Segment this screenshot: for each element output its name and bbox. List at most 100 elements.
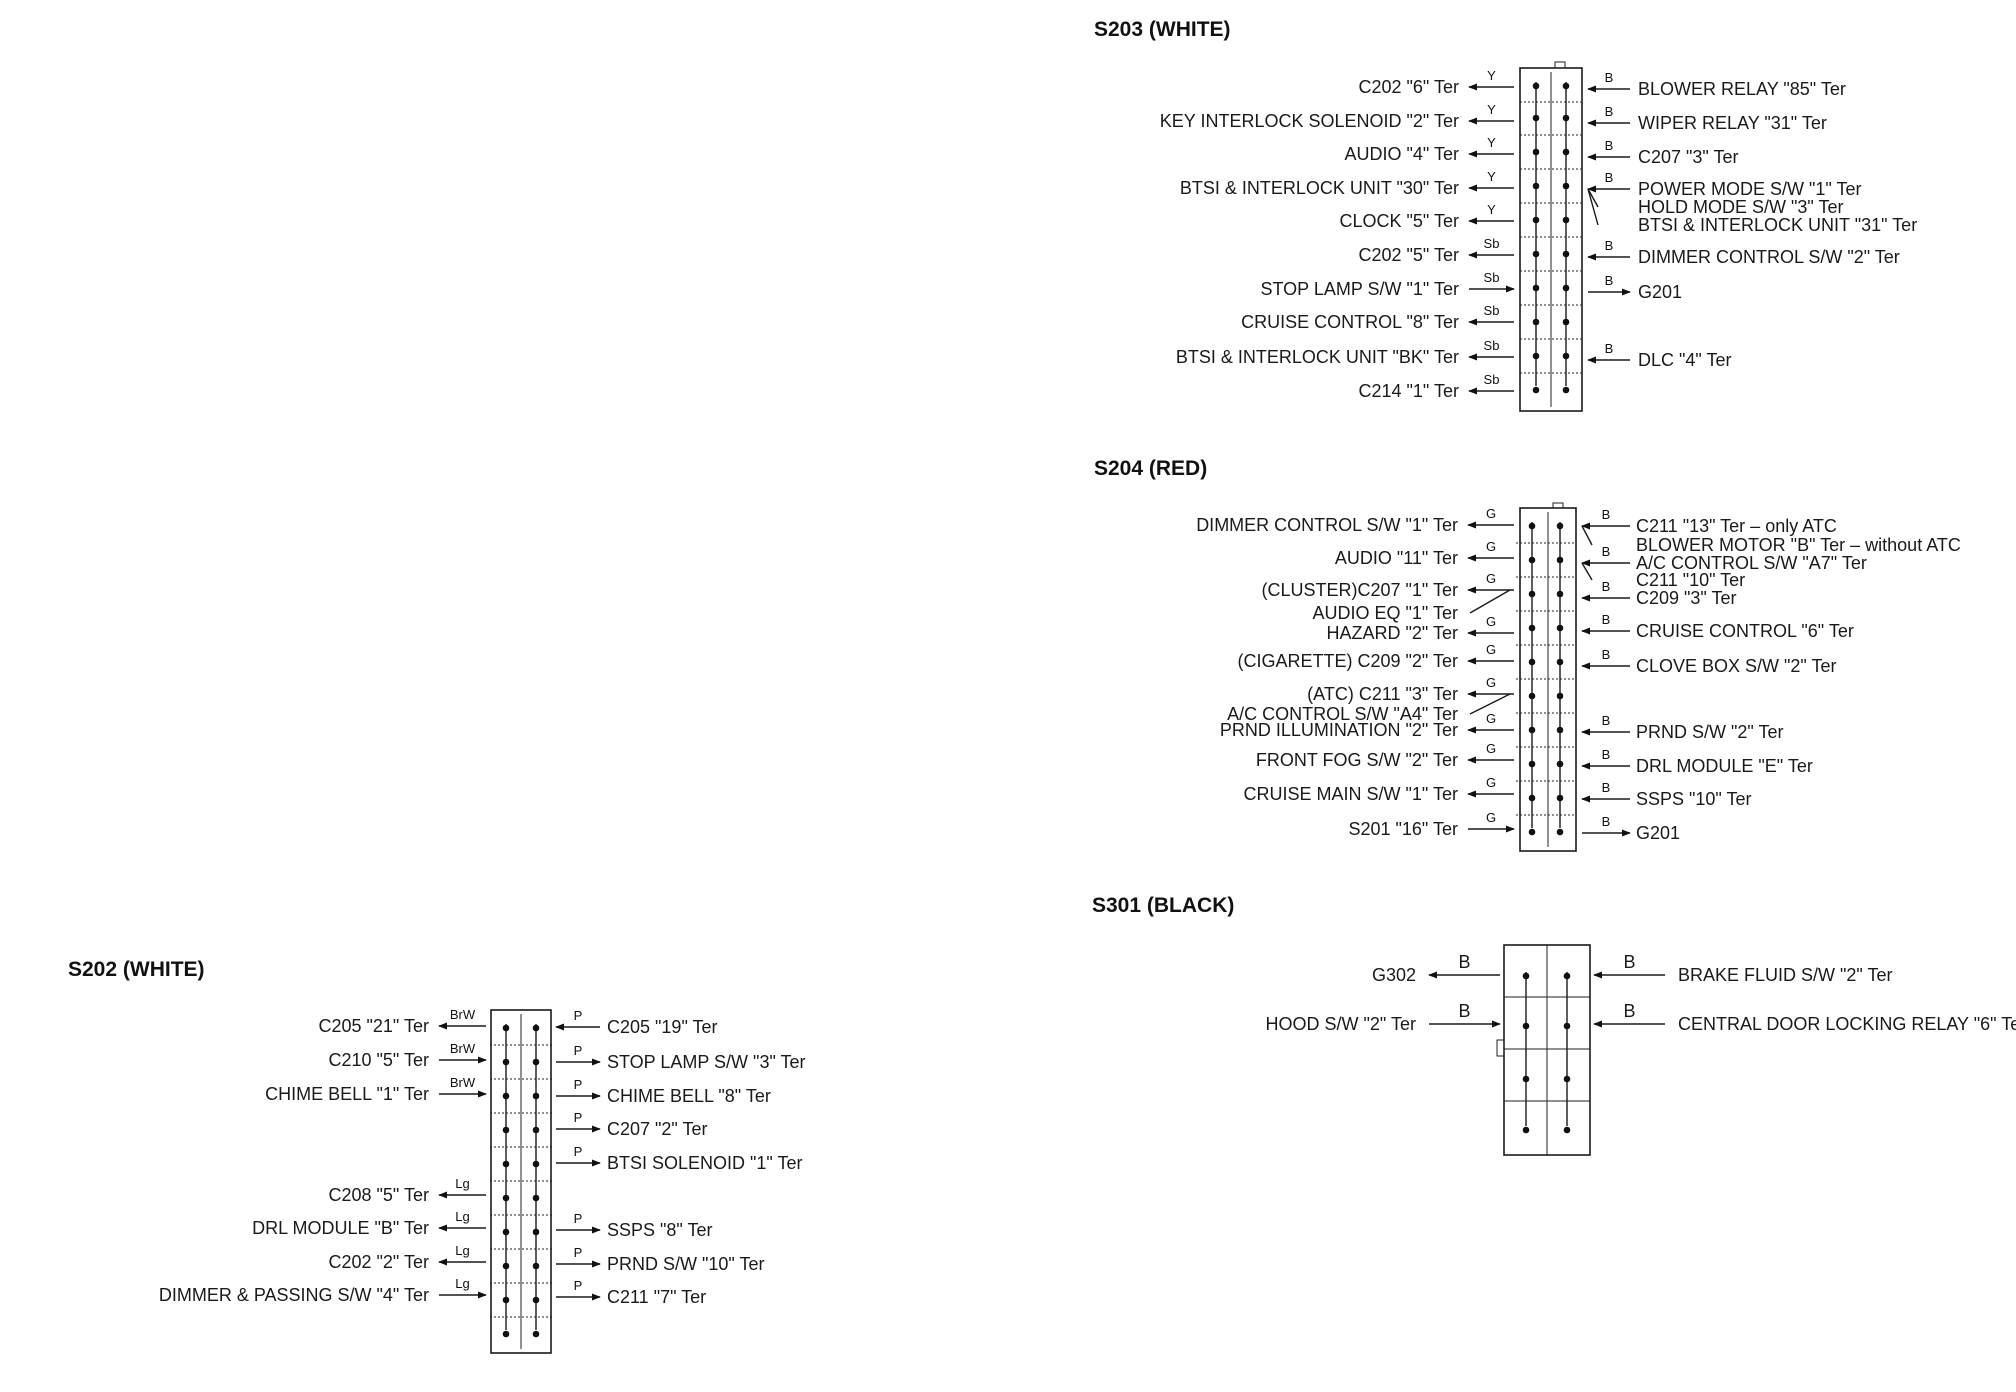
terminal-dot	[532, 1058, 540, 1066]
wire-destination-label: CHIME BELL "8" Ter	[607, 1086, 771, 1106]
wire-color-code: Sb	[1484, 270, 1500, 285]
wire-destination-label: G302	[1372, 965, 1416, 985]
wire-destination-label: HOLD MODE S/W "3" Ter	[1638, 197, 1843, 217]
connector-body	[490, 1009, 552, 1354]
wire-destination-label: FRONT FOG S/W "2" Ter	[1256, 750, 1458, 770]
wire-fan-line	[1469, 589, 1511, 614]
wire-destination-label: C211 "10" Ter	[1636, 570, 1745, 590]
wire-destination-label: C207 "3" Ter	[1638, 147, 1739, 167]
terminal-dot	[1532, 318, 1540, 326]
terminal-dot	[502, 1058, 510, 1066]
wire-destination-label: BTSI & INTERLOCK UNIT "30" Ter	[1180, 178, 1459, 198]
wire-destination-label: PRND S/W "10" Ter	[607, 1254, 764, 1274]
wire-right-6: BTSI & INTERLOCK UNIT "31" Ter	[1587, 188, 1917, 235]
terminal-dot	[1532, 182, 1540, 190]
wire-color-code: B	[1602, 814, 1611, 829]
wire-color-code: BrW	[450, 1075, 476, 1090]
wire-right-7: PRND S/W "10" Ter P	[556, 1245, 764, 1274]
wire-color-code: G	[1486, 741, 1496, 756]
terminal-dot	[1528, 556, 1536, 564]
wire-fan-line	[1587, 188, 1599, 208]
wire-destination-label: DIMMER CONTROL S/W "1" Ter	[1196, 515, 1458, 535]
terminal-dot	[1532, 284, 1540, 292]
wire-destination-label: SSPS "8" Ter	[607, 1220, 713, 1240]
wire-destination-label: STOP LAMP S/W "1" Ter	[1260, 279, 1459, 299]
splice-s203: S203 (WHITE)	[1094, 18, 1583, 412]
wire-color-code: G	[1486, 810, 1496, 825]
terminal-dot	[1562, 386, 1570, 394]
wire-destination-label: DRL MODULE "B" Ter	[252, 1218, 429, 1238]
terminal-dot	[1528, 828, 1536, 836]
wire-color-code: Sb	[1484, 303, 1500, 318]
wire-destination-label: C205 "19" Ter	[607, 1017, 718, 1037]
terminal-dot	[1556, 692, 1564, 700]
splice-s301: S301 (BLACK)	[1092, 894, 1591, 1156]
terminal-dot	[532, 1126, 540, 1134]
terminal-dot	[1562, 318, 1570, 326]
wire-color-code: B	[1602, 713, 1611, 728]
terminal-dot	[532, 1296, 540, 1304]
terminal-dot	[532, 1092, 540, 1100]
wire-destination-label: A/C CONTROL S/W "A7" Ter	[1636, 553, 1867, 573]
terminal-dot	[1528, 522, 1536, 530]
wire-destination-label: CLOVE BOX S/W "2" Ter	[1636, 656, 1837, 676]
wire-color-code: G	[1486, 775, 1496, 790]
wire-destination-label: BTSI & INTERLOCK UNIT "31" Ter	[1638, 215, 1917, 235]
terminal-dot	[532, 1024, 540, 1032]
terminal-dot	[1556, 760, 1564, 768]
terminal-dot	[1556, 726, 1564, 734]
wire-color-code: G	[1486, 675, 1496, 690]
terminal-dot	[1556, 794, 1564, 802]
splice-title: S301 (BLACK)	[1092, 894, 1234, 917]
terminal-dot	[502, 1160, 510, 1168]
wire-destination-label: DIMMER & PASSING S/W "4" Ter	[159, 1285, 429, 1305]
terminal-dot	[1562, 148, 1570, 156]
terminal-dot	[1562, 216, 1570, 224]
wire-left-10: FRONT FOG S/W "2" Ter G	[1256, 741, 1514, 770]
wire-right-4: C211 "10" Ter	[1581, 562, 1745, 590]
connector-body	[1519, 61, 1583, 412]
terminal-dot	[532, 1160, 540, 1168]
terminal-dot	[1528, 726, 1536, 734]
wire-destination-label: AUDIO EQ "1" Ter	[1313, 603, 1459, 623]
terminal-dot	[502, 1092, 510, 1100]
terminal-dot	[1563, 1022, 1571, 1030]
wire-color-code: P	[574, 1278, 583, 1293]
wire-destination-label: DRL MODULE "E" Ter	[1636, 756, 1813, 776]
wire-color-code: B	[1605, 170, 1614, 185]
terminal-dot	[1532, 114, 1540, 122]
wire-color-code: P	[574, 1245, 583, 1260]
wire-left-7: STOP LAMP S/W "1" Ter Sb	[1260, 270, 1515, 299]
terminal-dot	[1532, 82, 1540, 90]
wire-destination-label: CLOCK "5" Ter	[1340, 211, 1460, 231]
wire-color-code: BrW	[450, 1007, 476, 1022]
wire-left-4: AUDIO EQ "1" Ter	[1313, 589, 1511, 623]
terminal-dot	[1528, 760, 1536, 768]
wire-destination-label: S201 "16" Ter	[1348, 819, 1458, 839]
wire-destination-label: AUDIO "11" Ter	[1335, 548, 1458, 568]
wire-destination-label: C214 "1" Ter	[1358, 381, 1459, 401]
wire-left-12: S201 "16" Ter G	[1348, 810, 1515, 839]
terminal-dot	[1562, 284, 1570, 292]
terminal-dot	[1556, 590, 1564, 598]
wire-destination-label: C211 "13" Ter – only ATC	[1636, 516, 1837, 536]
wire-color-code: B	[1605, 138, 1614, 153]
